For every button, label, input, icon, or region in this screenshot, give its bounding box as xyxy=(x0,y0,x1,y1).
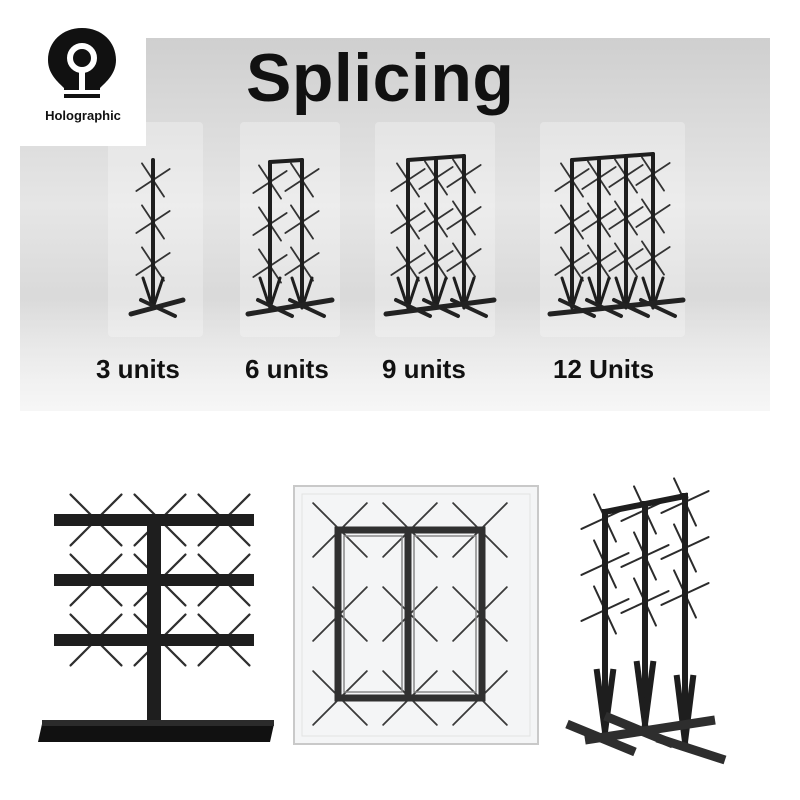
config-panel-9 xyxy=(375,122,495,337)
acrylic-box-image xyxy=(293,485,539,745)
config-panel-6 xyxy=(240,122,340,337)
config-panel-12 xyxy=(540,122,685,337)
tri-unit-stand-image xyxy=(565,477,727,765)
lightbulb-logo-icon xyxy=(48,28,116,98)
label-12-units: 12 Units xyxy=(553,354,655,384)
page-title: Splicing xyxy=(246,40,515,116)
logo-text: Holographic xyxy=(45,108,121,123)
label-9-units: 9 units xyxy=(382,354,466,384)
config-panel-3 xyxy=(108,122,203,337)
label-3-units: 3 units xyxy=(96,354,180,384)
fan-wall-stand-image xyxy=(38,493,274,742)
label-6-units: 6 units xyxy=(245,354,329,384)
